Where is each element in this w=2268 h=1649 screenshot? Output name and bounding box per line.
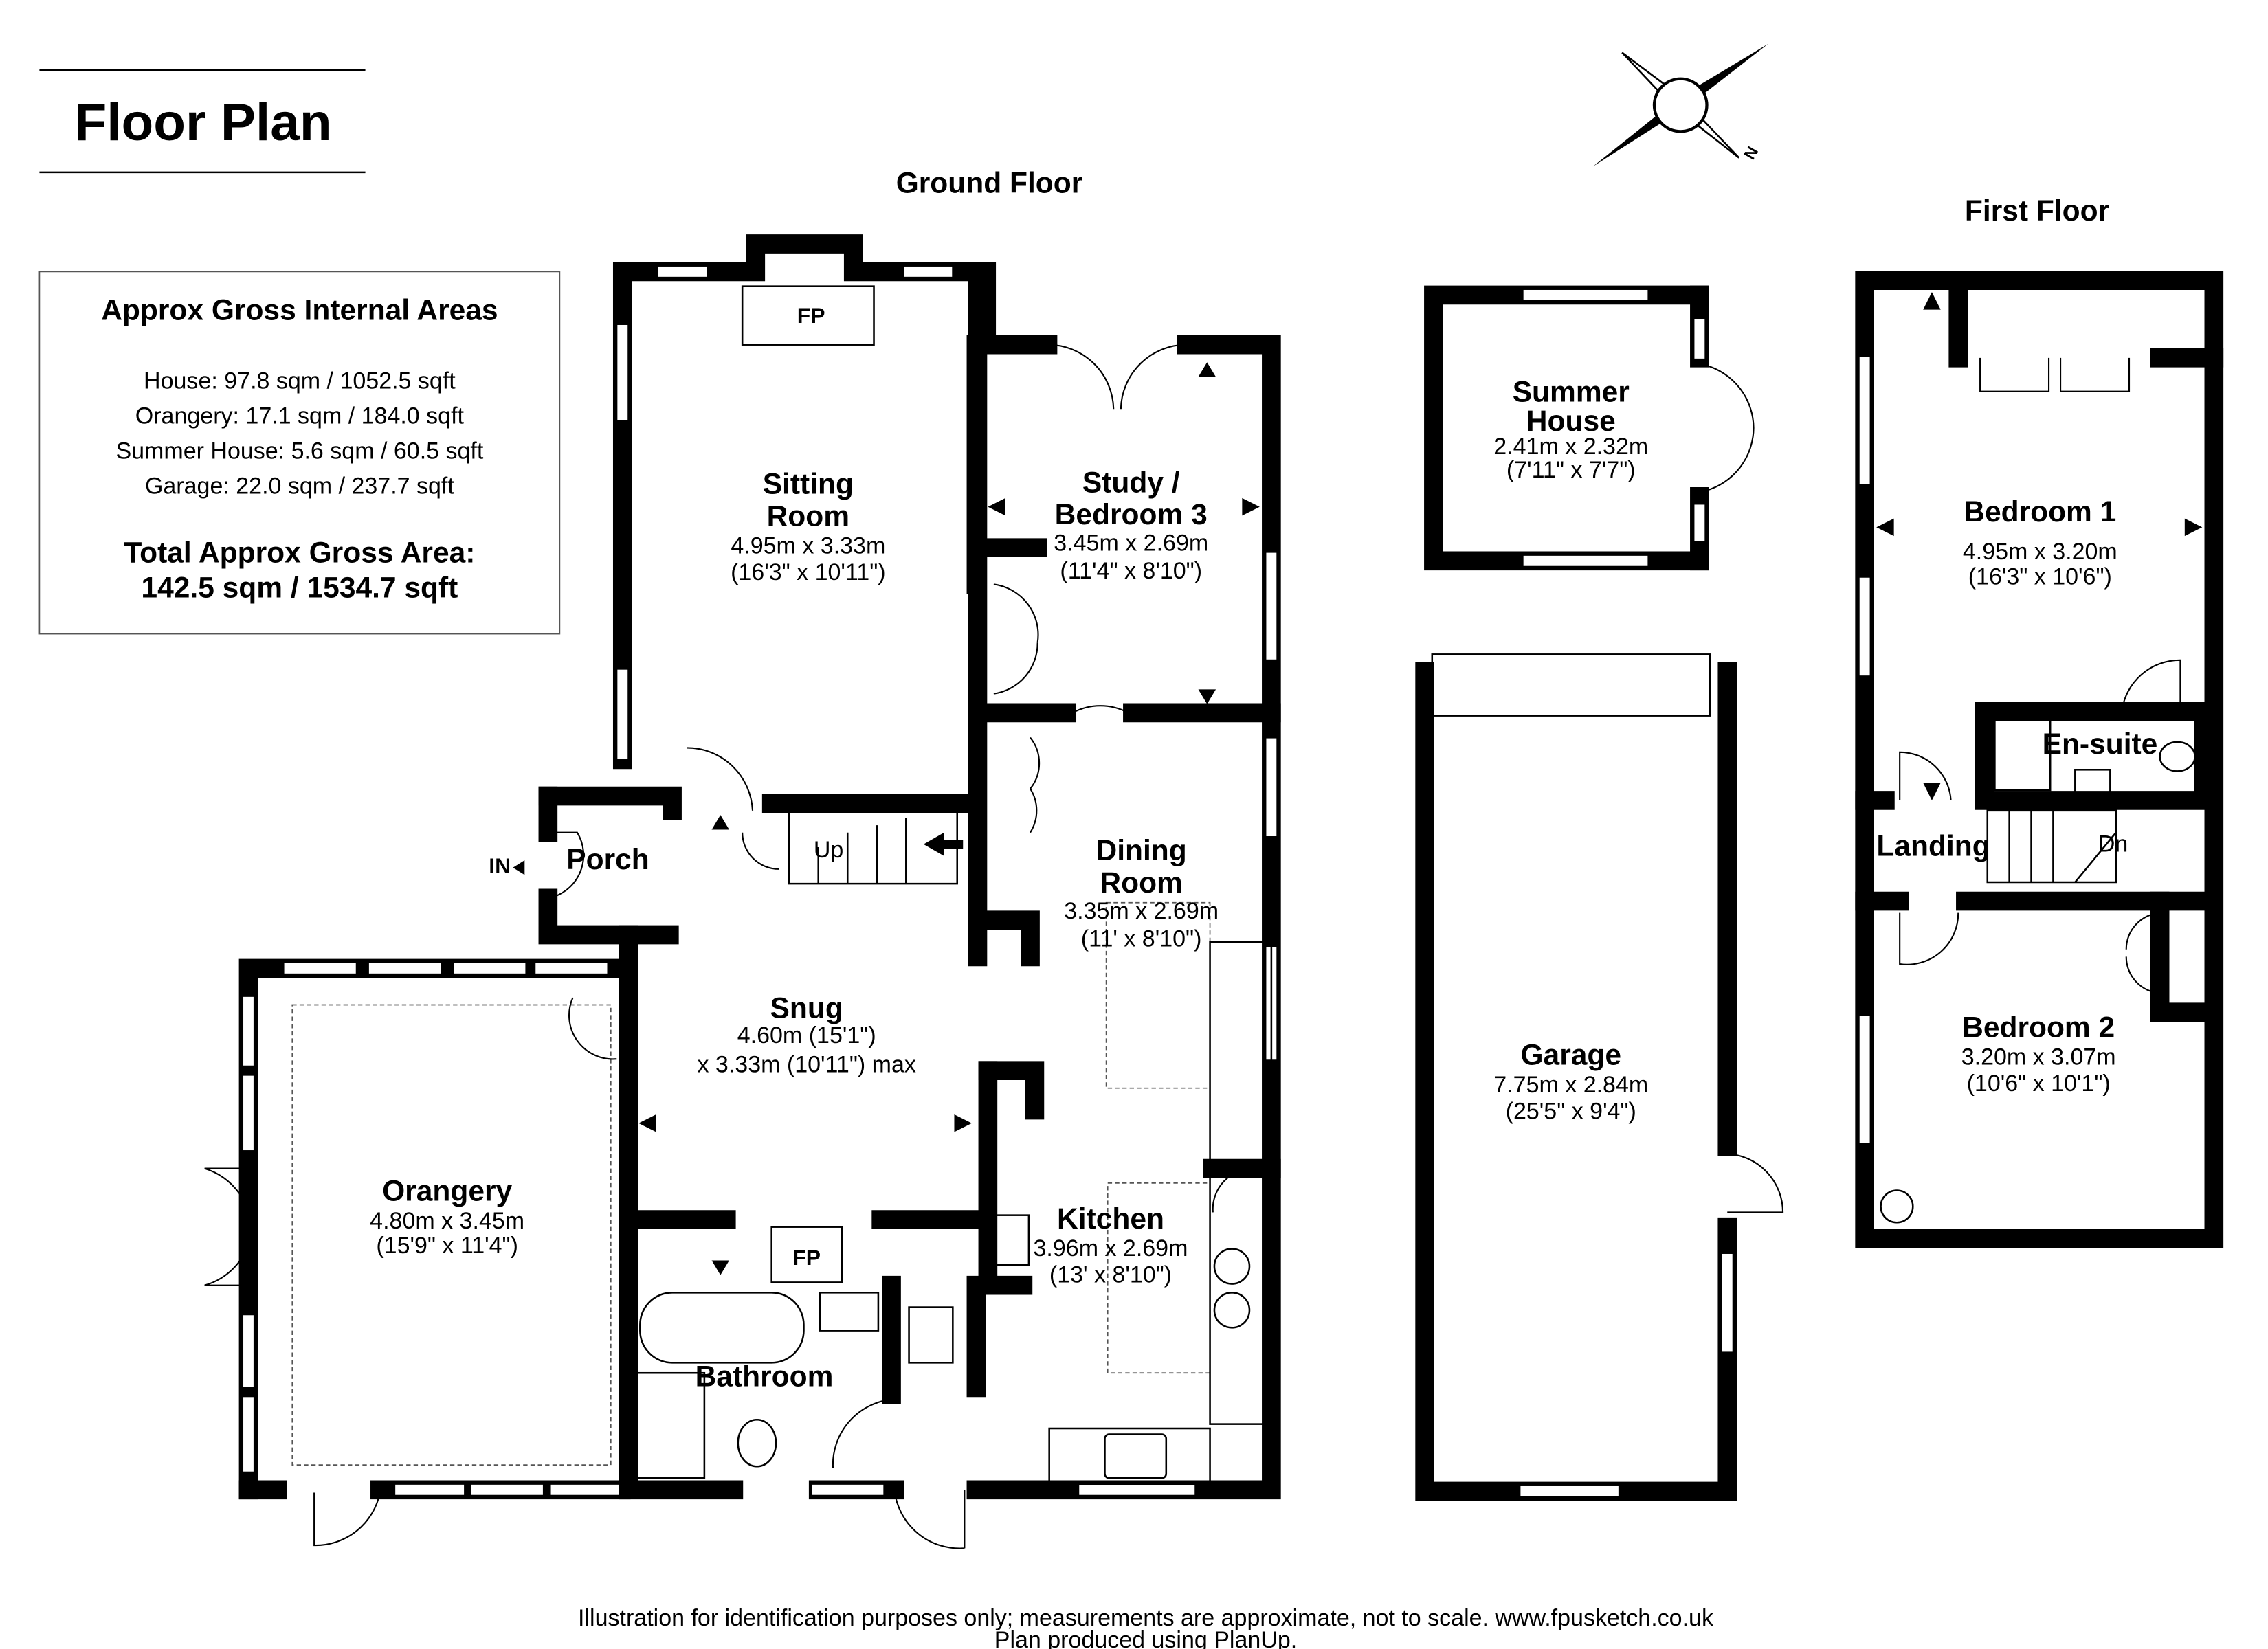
room-dimensions-imperial: (11'4" x 8'10") <box>1060 558 1202 584</box>
ground-floor-fixtures <box>204 285 1273 1549</box>
room-name: Bedroom 1 <box>1964 496 2116 528</box>
room-dimensions-metric: 7.75m x 2.84m <box>1493 1072 1648 1098</box>
compass-north-label: N <box>1740 144 1761 163</box>
total-area-label: Total Approx Gross Area: <box>124 537 475 569</box>
room-dimensions-imperial: (7'11" x 7'7") <box>1507 457 1636 483</box>
room-bathroom: Bathroom <box>696 1360 834 1393</box>
room-dimensions-metric: 3.20m x 3.07m <box>1961 1044 2116 1070</box>
ground-floor-title: Ground Floor <box>896 168 1083 200</box>
room-dimensions-imperial: (16'3" x 10'6") <box>1968 563 2112 590</box>
first-floor-title: First Floor <box>1965 195 2109 227</box>
summer-house: Summer House 2.41m x 2.32m (7'11" x 7'7"… <box>1424 285 1755 571</box>
room-kitchen: Kitchen 3.96m x 2.69m (13' x 8'10") <box>1034 1203 1188 1288</box>
room-dimensions-imperial: (16'3" x 10'11") <box>731 559 886 585</box>
room-name: Bedroom 2 <box>1962 1011 2115 1044</box>
area-summer-house: Summer House: 5.6 sqm / 60.5 sqft <box>115 438 483 464</box>
area-house: House: 97.8 sqm / 1052.5 sqft <box>144 368 456 394</box>
room-en-suite: En-suite <box>2043 728 2158 761</box>
room-name: Summer <box>1513 377 1630 409</box>
room-dimensions-imperial: (11' x 8'10") <box>1081 926 1202 952</box>
area-garage: Garage: 22.0 sqm / 237.7 sqft <box>145 473 454 500</box>
room-name: Bedroom 3 <box>1055 499 1208 531</box>
entry-label: IN <box>489 853 511 878</box>
total-area-value: 142.5 sqm / 1534.7 sqft <box>141 572 458 604</box>
footer-credit: Plan produced using PlanUp. <box>994 1627 1297 1649</box>
room-dimensions-metric: 3.96m x 2.69m <box>1034 1235 1188 1261</box>
fireplace-label: FP <box>792 1245 821 1270</box>
room-name: Orangery <box>382 1175 512 1207</box>
room-dimensions-line2: x 3.33m (10'11") max <box>697 1051 915 1077</box>
room-name: Snug <box>770 993 843 1025</box>
area-orangery: Orangery: 17.1 sqm / 184.0 sqft <box>135 403 465 429</box>
first-floor: Bedroom 1 4.95m x 3.20m (16'3" x 10'6") … <box>1855 271 2224 1248</box>
ground-floor-windows <box>241 265 1278 1496</box>
ground-floor-arrows <box>513 362 1260 1275</box>
compass-icon: N <box>1592 43 1768 167</box>
areas-box: Approx Gross Internal Areas House: 97.8 … <box>38 271 561 635</box>
room-dimensions-imperial: (13' x 8'10") <box>1049 1261 1172 1288</box>
areas-heading: Approx Gross Internal Areas <box>101 295 498 327</box>
room-dimensions-metric: 2.41m x 2.32m <box>1493 434 1648 460</box>
room-name: Garage <box>1520 1040 1621 1072</box>
room-name: Kitchen <box>1057 1203 1164 1235</box>
room-porch: Porch <box>566 844 649 876</box>
page-title: Floor Plan <box>74 93 331 152</box>
room-sitting-room: Sitting Room 4.95m x 3.33m (16'3" x 10'1… <box>731 469 886 585</box>
room-dimensions-metric: 4.95m x 3.20m <box>1963 539 2117 565</box>
room-dimensions-metric: 4.95m x 3.33m <box>731 533 885 559</box>
room-snug: Snug 4.60m (15'1") x 3.33m (10'11") max <box>697 993 915 1078</box>
room-study-bedroom-3: Study / Bedroom 3 3.45m x 2.69m (11'4" x… <box>1054 467 1208 583</box>
room-name: Sitting <box>763 469 854 501</box>
fireplace-label: FP <box>797 303 825 328</box>
room-dimensions-line1: 4.60m (15'1") <box>737 1022 876 1048</box>
room-dimensions-metric: 3.45m x 2.69m <box>1054 530 1208 556</box>
room-dining-room: Dining Room 3.35m x 2.69m (11' x 8'10") <box>1064 835 1219 952</box>
garage: Garage 7.75m x 2.84m (25'5" x 9'4") <box>1415 653 1784 1501</box>
stairs-up-label: Up <box>814 837 843 863</box>
room-dimensions-imperial: (25'5" x 9'4") <box>1506 1098 1636 1124</box>
room-dimensions-imperial: (15'9" x 11'4") <box>376 1233 518 1259</box>
footer-disclaimer: Illustration for identification purposes… <box>578 1605 1714 1631</box>
room-name: House <box>1526 405 1616 438</box>
stairs-down-label: Dn <box>2098 831 2128 857</box>
room-landing: Landing <box>1876 831 1990 863</box>
room-dimensions-metric: 4.80m x 3.45m <box>370 1208 524 1234</box>
room-name: Room <box>1100 867 1182 899</box>
room-name: Dining <box>1096 835 1186 867</box>
room-name: Room <box>767 500 849 532</box>
room-dimensions-metric: 3.35m x 2.69m <box>1064 898 1219 924</box>
room-orangery: Orangery 4.80m x 3.45m (15'9" x 11'4") <box>370 1175 524 1259</box>
room-dimensions-imperial: (10'6" x 10'1") <box>1967 1070 2111 1097</box>
room-name: Study / <box>1082 467 1180 499</box>
title-block: Floor Plan <box>39 69 366 174</box>
